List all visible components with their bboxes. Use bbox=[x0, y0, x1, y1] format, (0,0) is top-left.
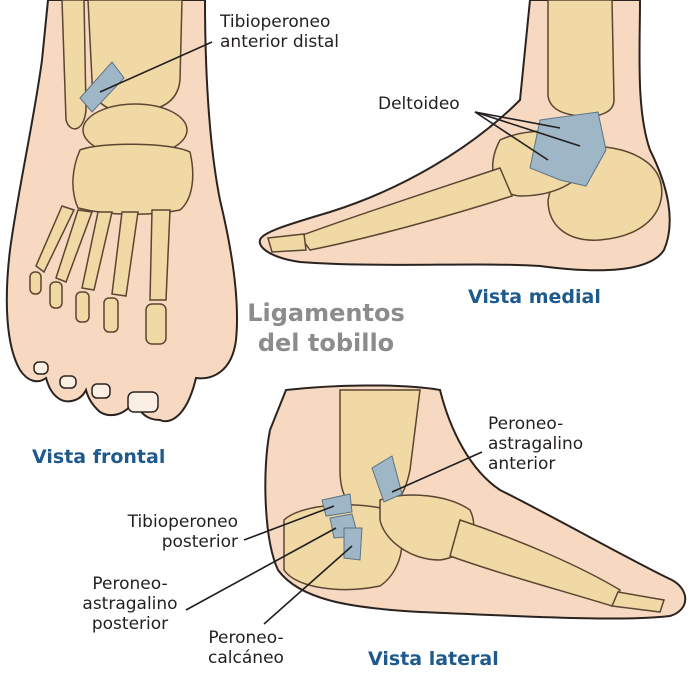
view-label-medial: Vista medial bbox=[468, 286, 601, 308]
frontal-toenail bbox=[60, 376, 76, 388]
lateral-calcaneofibular-ligament bbox=[344, 528, 362, 560]
medial-tibia bbox=[548, 0, 614, 116]
frontal-fibula bbox=[62, 0, 86, 129]
lateral-view-foot bbox=[265, 385, 685, 618]
label-peroneo-calcaneo: Peroneo- calcáneo bbox=[196, 628, 296, 668]
label-line: calcáneo bbox=[196, 648, 296, 668]
frontal-metatarsal bbox=[150, 210, 170, 300]
label-line: Peroneo- bbox=[196, 628, 296, 648]
label-line: Tibioperoneo bbox=[220, 12, 339, 32]
view-label-frontal: Vista frontal bbox=[32, 446, 165, 468]
label-line: posterior bbox=[98, 532, 238, 552]
label-line: astragalino bbox=[70, 594, 190, 614]
frontal-phalanx bbox=[30, 272, 41, 294]
label-tibioperoneo-anterior-distal: Tibioperoneo anterior distal bbox=[220, 12, 339, 52]
label-line: anterior bbox=[488, 454, 583, 474]
frontal-toenail bbox=[92, 384, 110, 398]
frontal-phalanx bbox=[104, 298, 118, 332]
label-line: Peroneo- bbox=[70, 574, 190, 594]
title-line-1: Ligamentos bbox=[246, 298, 406, 328]
frontal-tarsals bbox=[73, 144, 193, 214]
label-line: Tibioperoneo bbox=[98, 512, 238, 532]
frontal-phalanx bbox=[50, 282, 62, 308]
label-line: astragalino bbox=[488, 434, 583, 454]
label-line: Peroneo- bbox=[488, 414, 583, 434]
label-peroneo-astragalino-anterior: Peroneo- astragalino anterior bbox=[488, 414, 583, 474]
frontal-phalanx bbox=[76, 292, 89, 322]
label-line: anterior distal bbox=[220, 32, 339, 52]
label-tibioperoneo-posterior: Tibioperoneo posterior bbox=[98, 512, 238, 552]
title-line-2: del tobillo bbox=[246, 328, 406, 358]
frontal-view-foot bbox=[7, 0, 237, 421]
frontal-phalanx bbox=[146, 304, 166, 344]
label-peroneo-astragalino-posterior: Peroneo- astragalino posterior bbox=[70, 574, 190, 634]
page-title: Ligamentos del tobillo bbox=[246, 298, 406, 358]
frontal-toenail bbox=[34, 362, 48, 374]
frontal-big-toenail bbox=[128, 392, 158, 412]
label-line: posterior bbox=[70, 614, 190, 634]
label-deltoideo: Deltoideo bbox=[378, 94, 460, 114]
medial-phalanges bbox=[268, 234, 306, 252]
view-label-lateral: Vista lateral bbox=[368, 648, 499, 670]
